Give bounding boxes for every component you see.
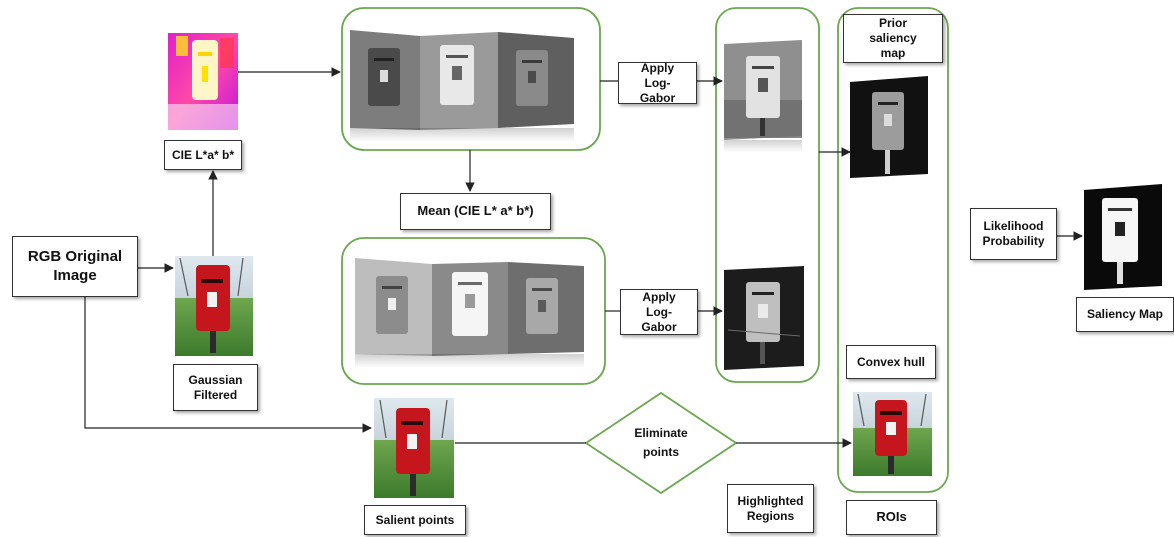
gaussian-filtered-label: Gaussian Filtered — [173, 364, 258, 411]
cie-lab-false-color-image — [168, 33, 238, 130]
highlighted-regions-container — [715, 7, 820, 383]
log-gabor-result-top — [724, 40, 802, 152]
rois-container — [837, 7, 949, 493]
roi-photo — [853, 392, 932, 476]
salient-points-label: Salient points — [364, 505, 466, 535]
salient-points-photo — [374, 398, 454, 498]
apply-log-gabor-top-label: Apply Log-Gabor — [618, 61, 697, 105]
saliency-map-label: Saliency Map — [1076, 297, 1174, 332]
prior-saliency-image — [850, 76, 928, 178]
apply-log-gabor-bottom-label: Apply Log-Gabor — [620, 289, 698, 335]
lab-channel-images-top — [350, 30, 574, 142]
gaussian-filtered-photo — [175, 256, 253, 356]
highlighted-regions-label: Highlighted Regions — [727, 484, 814, 533]
convex-hull-label: Convex hull — [846, 345, 936, 379]
saliency-map-image — [1084, 184, 1162, 290]
lab-channels-container-top — [341, 7, 601, 151]
mean-cie-lab-label: Mean (CIE L* a* b*) — [400, 193, 551, 230]
connectors — [84, 67, 1083, 448]
rgb-original-image-label: RGB Original Image — [12, 236, 138, 297]
prior-saliency-map-label: Prior saliency map — [843, 14, 943, 63]
likelihood-probability-label: Likelihood Probability — [970, 208, 1057, 260]
eliminate-points-label: Eliminate points — [634, 425, 688, 459]
rois-label: ROIs — [846, 500, 937, 535]
eliminate-points-diamond — [584, 391, 738, 495]
arrow-rgb-to-salient — [84, 297, 372, 433]
log-gabor-result-bottom — [724, 266, 804, 370]
lab-channel-images-bottom — [355, 258, 584, 368]
cie-lab-label: CIE L*a* b* — [164, 140, 242, 170]
